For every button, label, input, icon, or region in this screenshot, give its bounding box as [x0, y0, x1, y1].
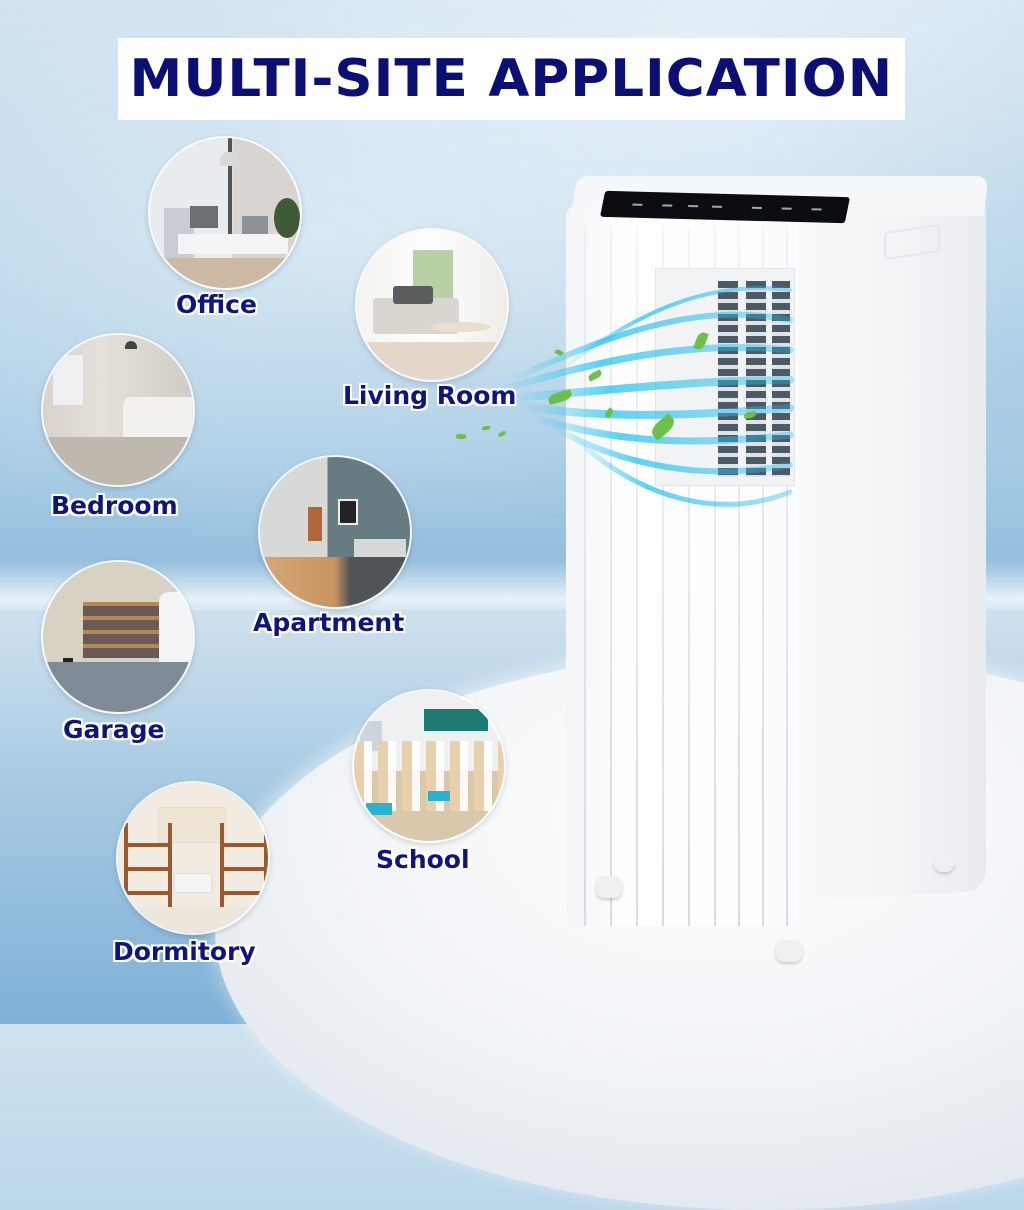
apartment-photo — [258, 455, 412, 609]
bedroom-photo — [41, 333, 195, 487]
leaf-icon — [482, 426, 490, 430]
page-title: MULTI-SITE APPLICATION — [129, 49, 894, 109]
label-office: Office — [176, 290, 257, 319]
dormitory-photo — [116, 781, 270, 935]
ac-wheel — [596, 876, 622, 898]
school-photo — [352, 689, 506, 843]
label-dormitory: Dormitory — [113, 937, 256, 966]
ac-ribs — [566, 226, 798, 926]
garage-photo — [41, 560, 195, 714]
label-living-room: Living Room — [343, 381, 517, 410]
label-bedroom: Bedroom — [51, 491, 178, 520]
ac-air-outlet — [655, 268, 795, 486]
title-banner: MULTI-SITE APPLICATION — [118, 38, 905, 120]
office-photo — [148, 136, 302, 290]
label-school: School — [376, 845, 470, 874]
label-garage: Garage — [63, 715, 165, 744]
ac-wheel — [934, 856, 954, 872]
ac-wheel — [776, 940, 802, 962]
ac-side-panel — [796, 191, 986, 901]
living-room-photo — [355, 228, 509, 382]
label-apartment: Apartment — [253, 608, 405, 637]
